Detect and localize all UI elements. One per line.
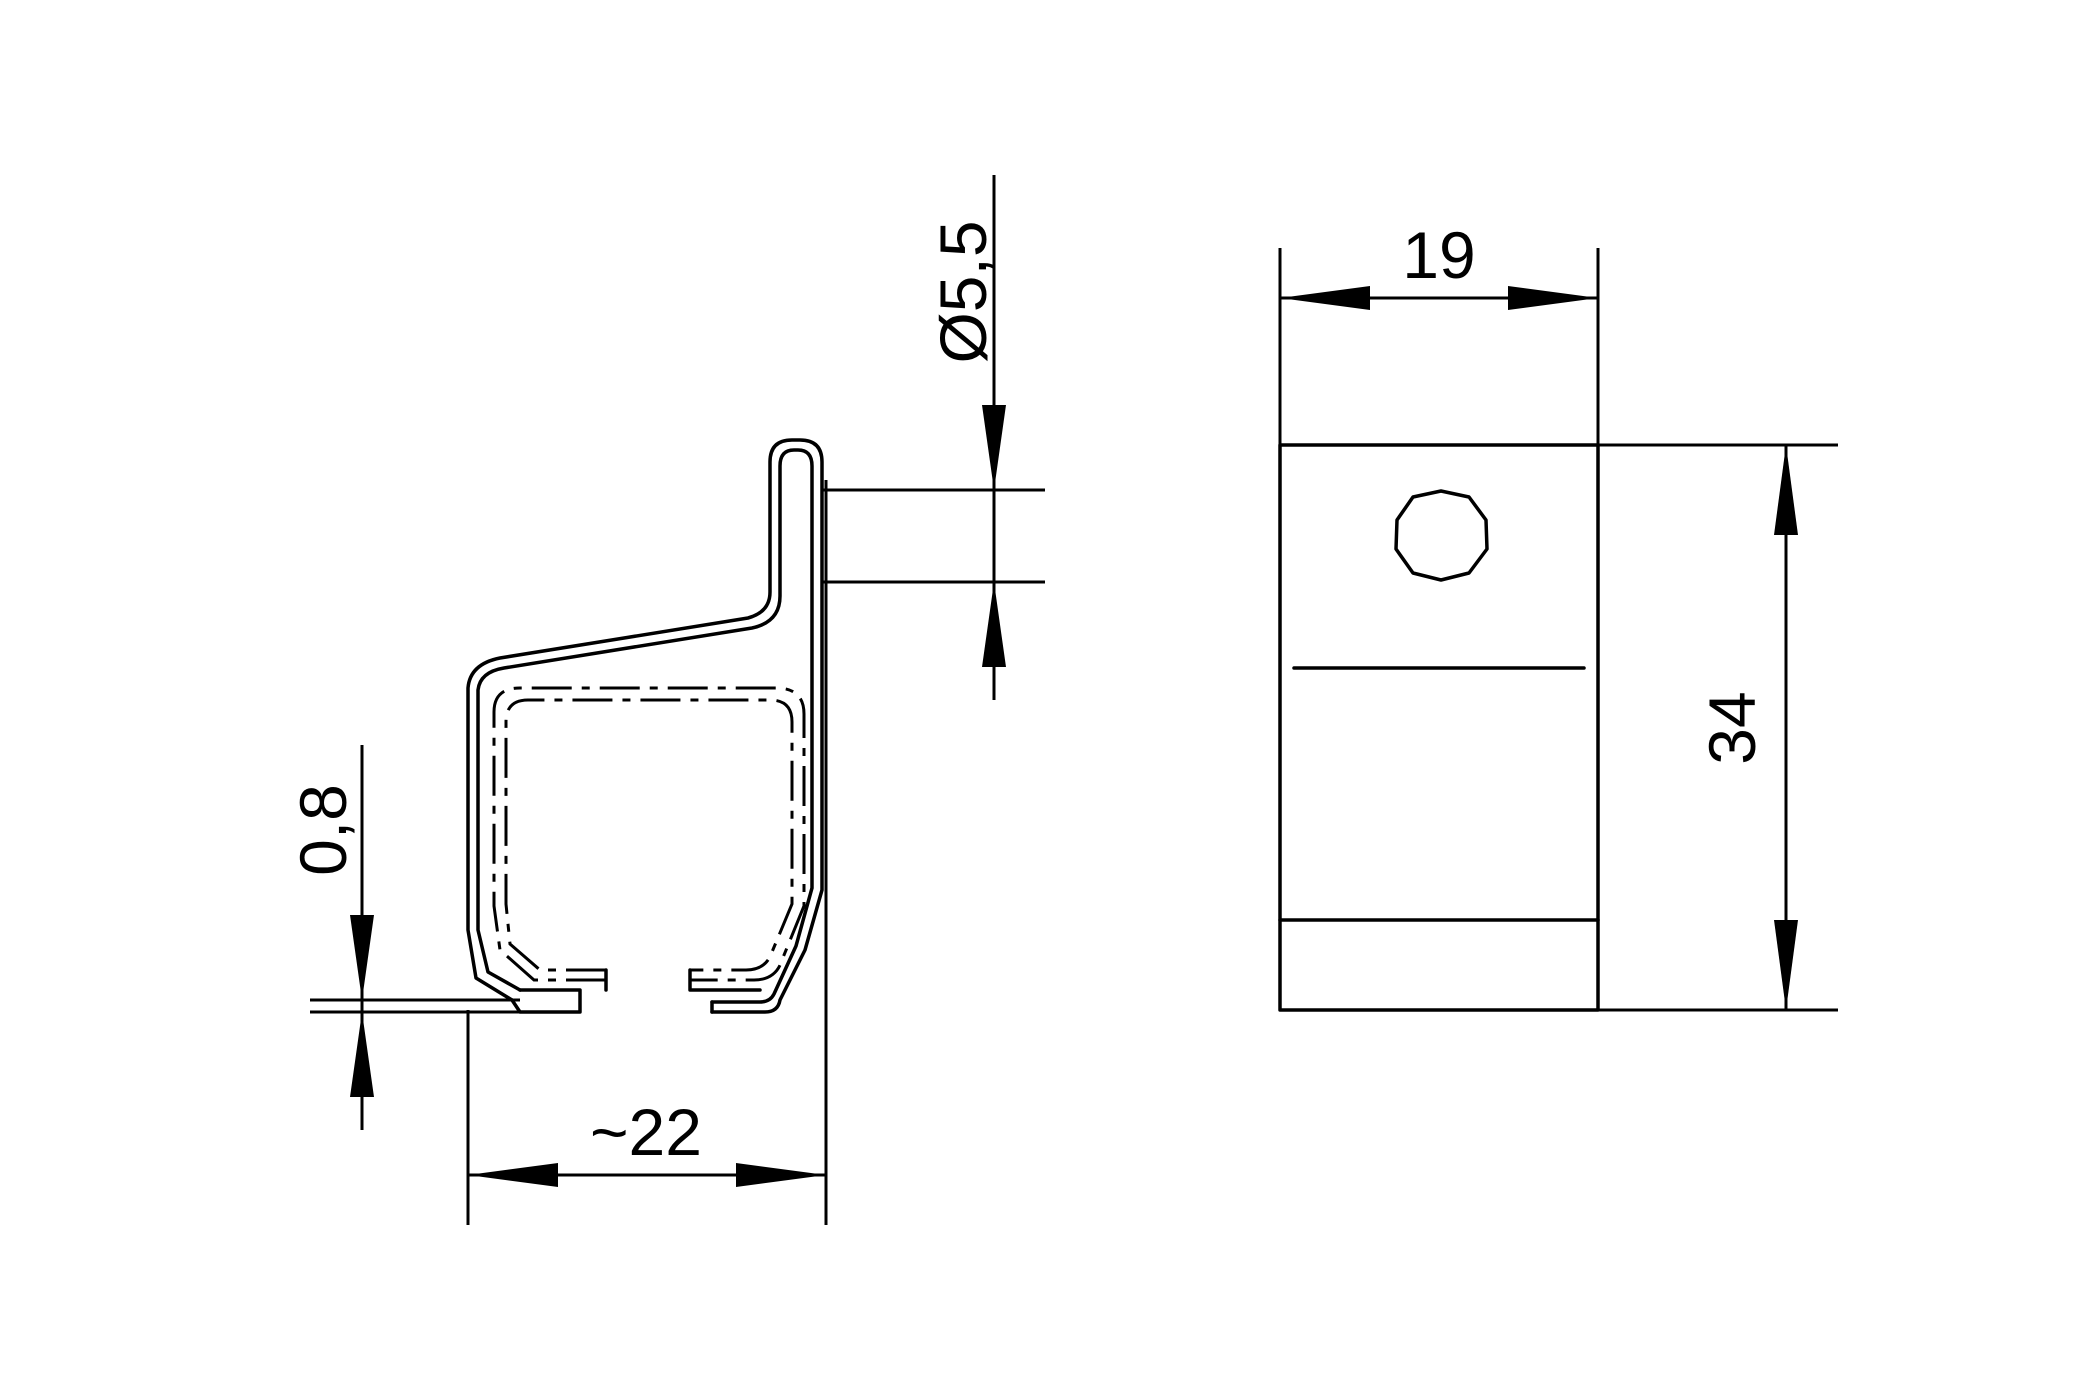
label-bracket-height: 34 bbox=[1695, 691, 1769, 764]
label-sheet-thickness: 0,8 bbox=[286, 784, 360, 876]
front-view: 19 34 bbox=[1278, 218, 1838, 1012]
thickness-dimension-0-8: 0,8 bbox=[286, 745, 520, 1130]
label-hole-diameter: Ø5,5 bbox=[926, 220, 1000, 363]
label-profile-width: ~22 bbox=[590, 1095, 702, 1169]
height-dimension-34: 34 bbox=[1598, 443, 1838, 1012]
hole-dimension-5-5: Ø5,5 bbox=[822, 175, 1045, 700]
profile-inner-contour bbox=[476, 448, 814, 1004]
width-dimension-22: ~22 bbox=[466, 480, 828, 1225]
label-bracket-width: 19 bbox=[1402, 218, 1475, 292]
bracket-outline bbox=[1278, 443, 1600, 1012]
profile-lip-left bbox=[510, 988, 582, 1014]
width-dimension-19: 19 bbox=[1278, 218, 1600, 445]
mounting-hole bbox=[1394, 489, 1489, 582]
trolley-wheel-stubs bbox=[604, 968, 762, 992]
trolley-hidden-outline-inner bbox=[504, 698, 794, 972]
trolley-hidden-outline-outer bbox=[492, 686, 806, 982]
profile-outer-contour bbox=[466, 438, 824, 1014]
side-profile-view: ~22 0,8 Ø5,5 bbox=[286, 175, 1045, 1225]
